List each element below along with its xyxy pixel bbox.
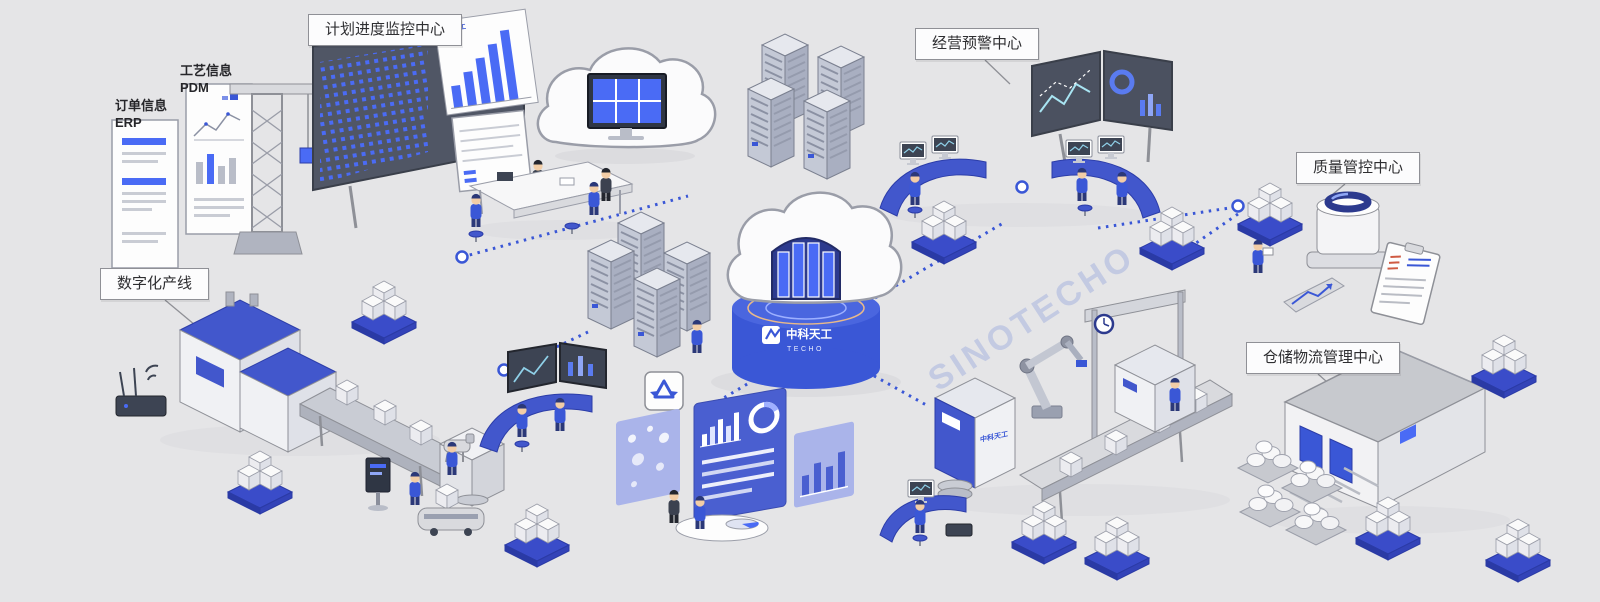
pallet [228, 451, 292, 514]
pallet [1140, 207, 1204, 270]
quality-control-area [1140, 183, 1441, 326]
bar-panel [794, 421, 854, 508]
map-panel [616, 408, 680, 506]
wifi-router [115, 364, 167, 417]
callout-warehouse-center: 仓储物流管理中心 [1246, 342, 1401, 374]
callout-digital-line: 数字化产线 [100, 268, 210, 300]
pdm-label-sub: PDM [180, 80, 209, 95]
quality-trend-ramp [1283, 277, 1345, 313]
digital-line-machines: 中科天工 [115, 281, 569, 567]
pallet [352, 281, 416, 344]
recycle-panel [644, 371, 684, 411]
pdm-label-title: 工艺信息 [180, 63, 233, 78]
worker-figure [470, 193, 482, 227]
worker-figure [516, 403, 528, 437]
pdm-label: 工艺信息 PDM [180, 62, 232, 96]
robot-arm-line: 中科天工 [879, 289, 1234, 580]
analytics-panels [616, 371, 854, 542]
pallet [1486, 519, 1550, 582]
worker-figure [668, 489, 680, 523]
kiosk-terminal [365, 457, 391, 511]
worker-figure [409, 471, 421, 505]
press-machine [1113, 344, 1197, 433]
pallet [505, 504, 569, 567]
pallet [1085, 517, 1149, 580]
pie-disc [675, 514, 769, 542]
pallet [1238, 183, 1302, 246]
meeting-table-group [468, 161, 634, 243]
quality-machine [1306, 191, 1390, 269]
callout-warning-center: 经营预警中心 [915, 28, 1040, 60]
worker-figure [1116, 171, 1128, 205]
worker-figure [1252, 239, 1264, 273]
controller-box [945, 523, 973, 537]
tablet [1262, 247, 1274, 256]
warning-console-left [879, 135, 987, 219]
worker-figure [1076, 167, 1088, 201]
agv-robot [417, 483, 485, 536]
warning-screen-wall [1031, 49, 1173, 169]
central-cloud-platform: 中科天工 TECHO [726, 191, 903, 389]
erp-label-title: 订单信息 [115, 98, 168, 113]
warning-console-right [1051, 135, 1161, 219]
tower-crane [229, 83, 319, 255]
line-operator-desk [879, 479, 973, 547]
erp-label: 订单信息 ERP [115, 97, 167, 131]
control-console-bottom-left [479, 341, 607, 453]
stool [912, 534, 928, 547]
callout-quality-center: 质量管控中心 [1296, 152, 1421, 184]
server-rack-cluster-top [747, 33, 865, 180]
erp-label-sub: ERP [115, 115, 142, 130]
quality-clipboard [1370, 241, 1441, 326]
kpi-panel [693, 387, 787, 522]
callout-plan-center: 计划进度监控中心 [308, 14, 463, 46]
stool [468, 230, 484, 243]
pdm-document-card [185, 83, 253, 235]
worker-figure [588, 181, 600, 215]
cloud-monitor [536, 47, 717, 149]
worker-figure [914, 499, 926, 533]
worker-figure [909, 171, 921, 205]
worker-figure [691, 319, 703, 353]
worker-figure [554, 397, 566, 431]
brand-sub-text: TECHO [787, 346, 824, 353]
brand-logo: 中科天工 TECHO [762, 326, 832, 353]
line-machine-blue: 中科天工 [933, 377, 1017, 501]
robot-arm [1019, 335, 1087, 419]
stool [514, 440, 530, 453]
erp-document-card [111, 119, 179, 269]
warehouse-building [1283, 347, 1487, 512]
brand-name-text: 中科天工 [786, 327, 832, 341]
